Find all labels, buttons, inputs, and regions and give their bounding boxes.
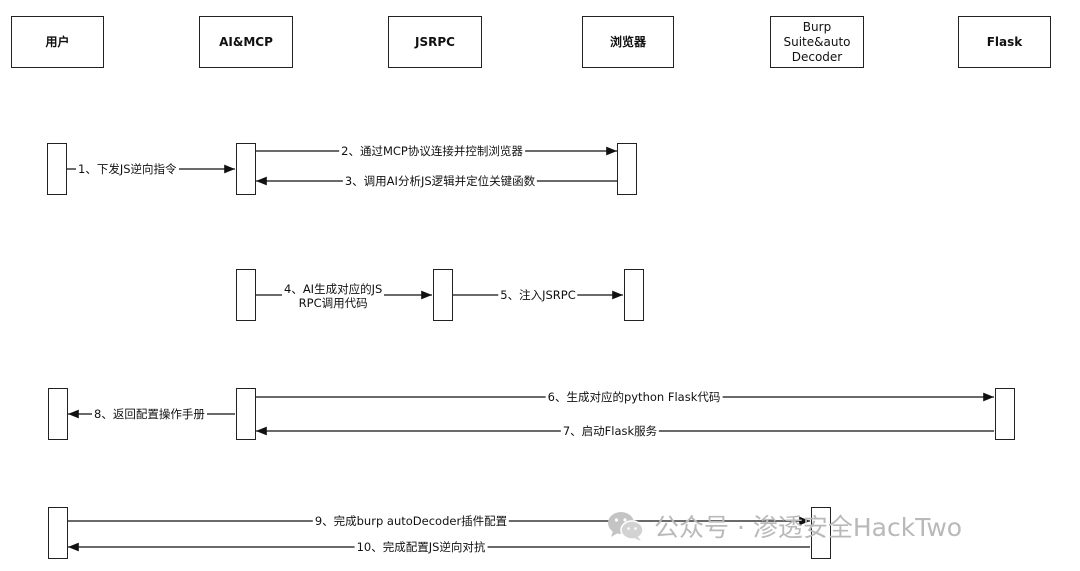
watermark: 公众号 · 渗透安全HackTwo <box>606 508 962 544</box>
watermark-text: 公众号 · 渗透安全HackTwo <box>654 513 963 542</box>
wechat-icon <box>608 512 644 541</box>
actor-ai-mcp: AI&MCP <box>199 16 293 68</box>
activation-browser-2 <box>624 269 644 321</box>
message-label-7: 7、启动Flask服务 <box>560 424 660 438</box>
activation-ai-3 <box>236 388 256 440</box>
activation-ai-1 <box>236 143 256 195</box>
message-label-8: 8、返回配置操作手册 <box>92 407 207 421</box>
actor-browser: 浏览器 <box>582 16 674 68</box>
activation-jsrpc <box>433 269 453 321</box>
message-label-5: 5、注入JSRPC <box>498 288 578 302</box>
actor-user: 用户 <box>11 16 104 68</box>
activation-flask <box>995 388 1015 440</box>
message-label-9: 9、完成burp autoDecoder插件配置 <box>312 514 510 528</box>
activation-ai-2 <box>236 269 256 321</box>
message-label-1: 1、下发JS逆向指令 <box>76 162 179 176</box>
activation-user-1 <box>47 143 67 195</box>
message-label-4: 4、AI生成对应的JS RPC调用代码 <box>282 282 385 310</box>
activation-browser-1 <box>617 143 637 195</box>
activation-user-3 <box>48 507 68 559</box>
activation-burp <box>811 507 831 559</box>
message-label-10: 10、完成配置JS逆向对抗 <box>354 540 488 554</box>
message-label-6: 6、生成对应的python Flask代码 <box>545 390 723 404</box>
actor-jsrpc: JSRPC <box>388 16 482 68</box>
activation-user-2 <box>48 388 68 440</box>
actor-flask: Flask <box>958 16 1051 68</box>
message-label-3: 3、调用AI分析JS逻辑并定位关键函数 <box>342 174 538 188</box>
actor-burp-autodecoder: Burp Suite&auto Decoder <box>770 16 864 68</box>
message-label-2: 2、通过MCP协议连接并控制浏览器 <box>339 144 525 158</box>
